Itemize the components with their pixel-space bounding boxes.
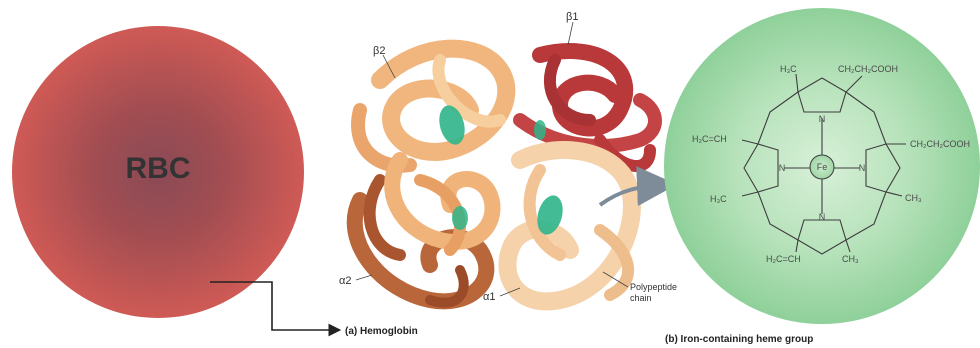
bottom-vinyl-group: H₂C=CH <box>766 254 801 264</box>
heme-group: Fe N N N N H₃C CH₂CH₂COOH H₂C=CH H₃C CH₂… <box>664 8 980 324</box>
left-vinyl-group: H₂C=CH <box>692 134 727 144</box>
beta1-label: β1 <box>566 11 578 23</box>
heme-caption: (b) Iron-containing heme group <box>665 334 813 345</box>
top-propionate-group: CH₂CH₂COOH <box>838 64 898 74</box>
fe-label: Fe <box>817 162 828 172</box>
hemoglobin-molecule <box>355 49 655 303</box>
n-left-label: N <box>779 163 786 173</box>
n-top-label: N <box>819 114 826 124</box>
left-ch3-group: H₃C <box>710 194 727 204</box>
red-blood-cell: RBC <box>12 26 304 318</box>
rbc-label: RBC <box>126 152 191 185</box>
n-bottom-label: N <box>819 212 826 222</box>
polypeptide-label-line1: Polypeptide <box>630 282 677 292</box>
alpha2-label: α2 <box>339 275 351 287</box>
bottom-ch3-group: CH₃ <box>842 254 859 264</box>
alpha1-label: α1 <box>483 291 495 303</box>
right-ch3-group: CH₃ <box>905 193 922 203</box>
top-ch3-group: H₃C <box>780 64 797 74</box>
polypeptide-label-line2: chain <box>630 293 652 303</box>
beta2-label: β2 <box>373 45 385 57</box>
n-right-label: N <box>859 163 866 173</box>
right-propionate-group: CH₂CH₂COOH <box>910 139 970 149</box>
hemoglobin-caption: (a) Hemoglobin <box>345 326 418 337</box>
